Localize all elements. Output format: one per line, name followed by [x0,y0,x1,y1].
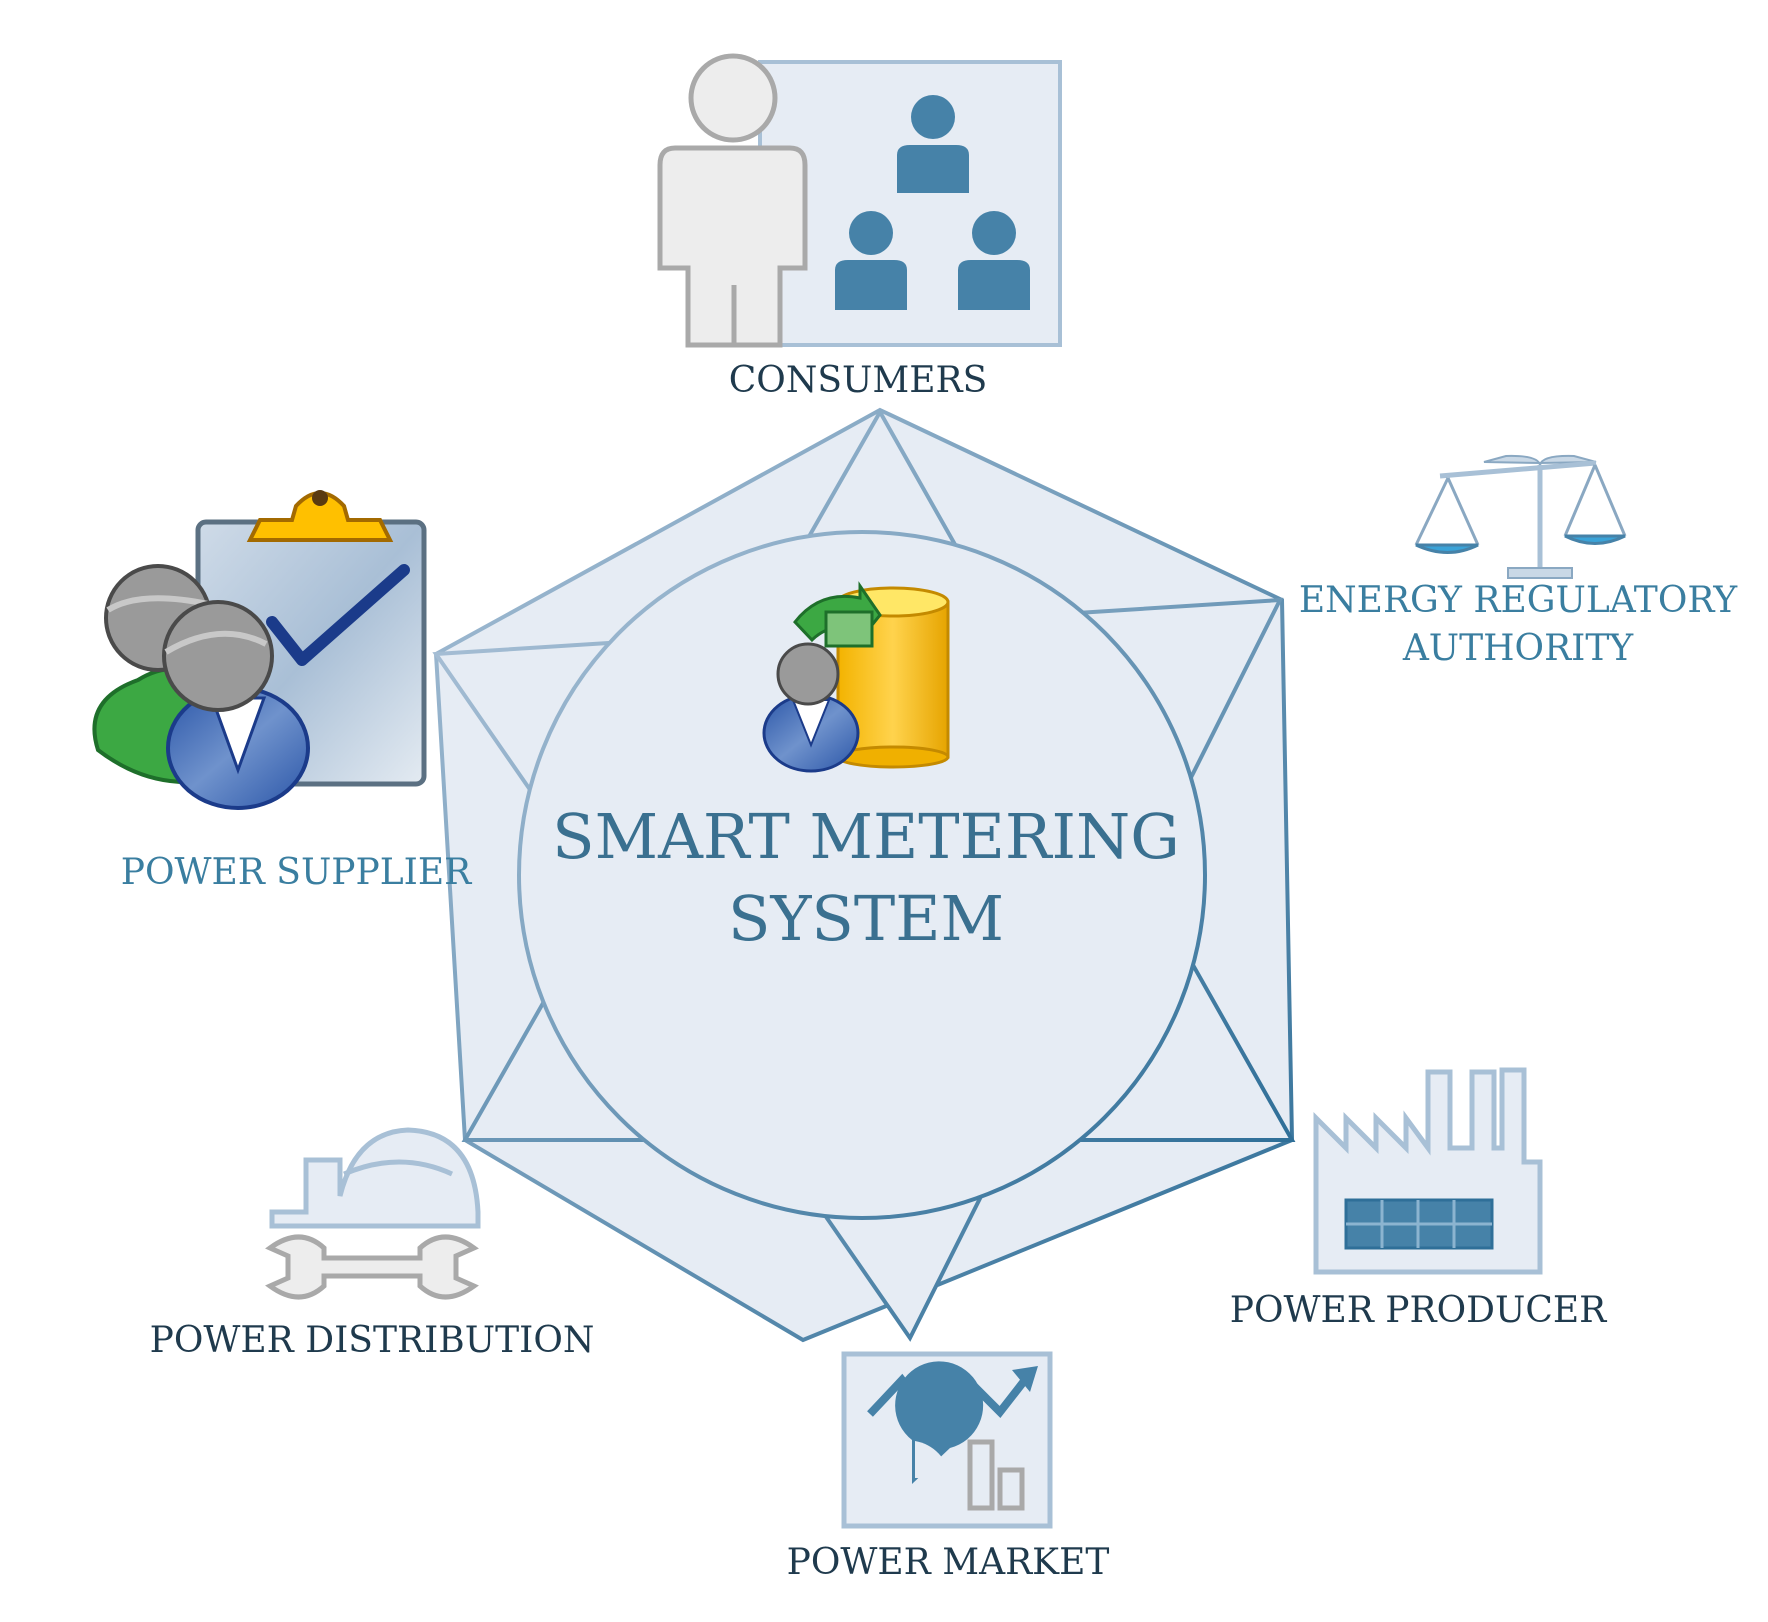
distribution-label: POWER DISTRIBUTION [150,1320,595,1361]
center-circle [517,530,1207,1220]
regulator-label-line2: AUTHORITY [1402,628,1635,669]
market-label: POWER MARKET [787,1542,1110,1583]
consumers-group-icon [657,53,1062,348]
factory-icon [1313,1067,1543,1275]
producer-label: POWER PRODUCER [1230,1290,1607,1331]
people-clipboard-icon [92,490,427,810]
person-database-icon [762,581,950,773]
scales-icon [1414,454,1627,579]
market-chart-icon [841,1351,1053,1529]
center-title-line2: SYSTEM [728,882,1004,955]
consumers-label: CONSUMERS [729,360,987,401]
supplier-label: POWER SUPPLIER [121,852,472,893]
regulator-label-line1: ENERGY REGULATORY [1299,580,1738,621]
center-title-line1: SMART METERING [552,800,1180,873]
hardhat-wrench-icon [265,1127,481,1300]
